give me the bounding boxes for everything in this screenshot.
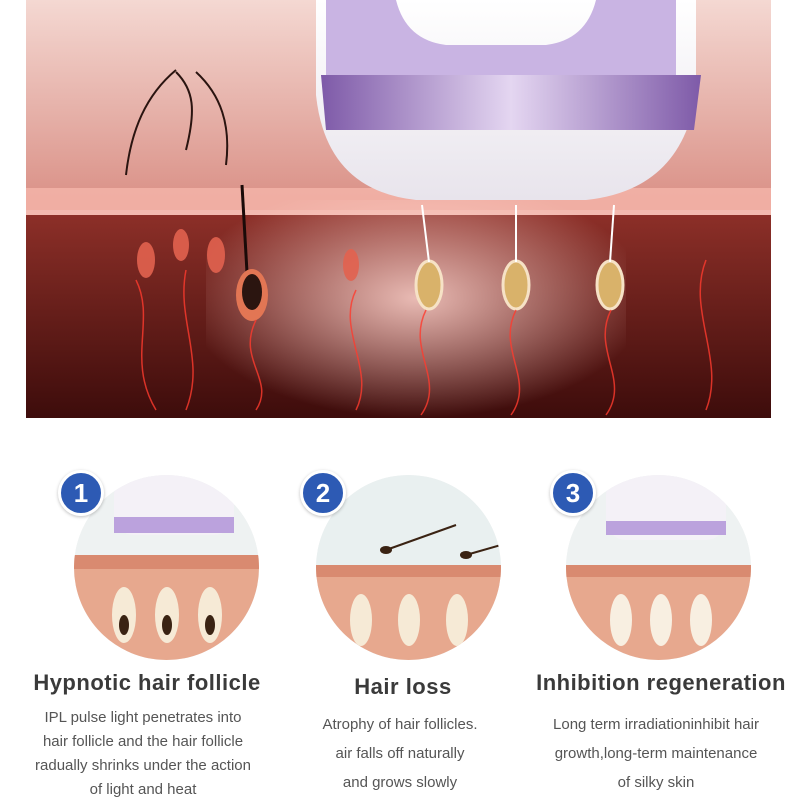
- description-line: of silky skin: [617, 774, 695, 791]
- step-2-description: Atrophy of hair follicles. air falls off…: [270, 710, 530, 797]
- step-number-badge: 1: [58, 470, 104, 516]
- description-line: radually shrinks under the action: [35, 757, 251, 774]
- step-1-title: Hypnotic hair follicle: [33, 670, 261, 695]
- step-3-image: [566, 475, 751, 660]
- step-3-title: Inhibition regeneration: [536, 670, 786, 695]
- step-2-title: Hair loss: [354, 674, 452, 699]
- description-line: of light and heat: [89, 781, 197, 798]
- step-1-image: [74, 475, 259, 660]
- description-line: growth,long-term maintenance: [554, 745, 758, 762]
- description-line: IPL pulse light penetrates into: [44, 709, 242, 726]
- description-line: Atrophy of hair follicles.: [322, 716, 478, 733]
- description-line: air falls off naturally: [335, 745, 465, 762]
- step-3-description: Long term irradiationinhibit hair growth…: [526, 710, 786, 797]
- step-number-badge: 3: [550, 470, 596, 516]
- step-1-description: IPL pulse light penetrates into hair fol…: [13, 706, 273, 802]
- hero-illustration: [26, 0, 771, 418]
- skin-cross-section-image: [26, 0, 771, 418]
- step-number-badge: 2: [300, 470, 346, 516]
- description-line: and grows slowly: [342, 774, 458, 791]
- description-line: hair follicle and the hair follicle: [42, 733, 244, 750]
- description-line: Long term irradiationinhibit hair: [553, 716, 759, 733]
